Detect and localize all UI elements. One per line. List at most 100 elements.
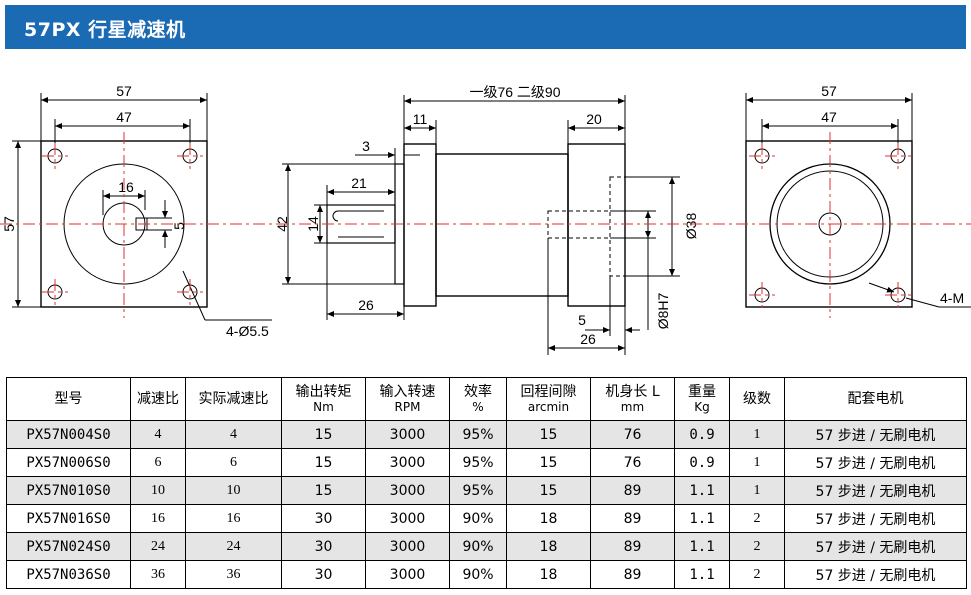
table-cell: 57 步进 / 无刷电机 <box>784 448 967 477</box>
input-flange <box>567 143 626 307</box>
table-cell: 3000 <box>365 420 450 449</box>
column-header: 减速比 <box>130 377 186 421</box>
table-cell: 15 <box>506 476 591 505</box>
technical-drawing: 57 47 57 16 5 4-Ø5.5 <box>0 83 971 355</box>
dim-label: 4-Ø5.5 <box>226 323 269 339</box>
input-end-view <box>745 93 971 308</box>
table-cell: 15 <box>506 420 591 449</box>
column-header: 级数 <box>729 377 785 421</box>
dim-label: 26 <box>580 331 596 347</box>
table-cell: 15 <box>281 448 366 477</box>
table-cell: 15 <box>281 420 366 449</box>
side-view <box>282 95 680 355</box>
table-cell: 10 <box>130 476 186 505</box>
table-cell: 95% <box>449 420 507 449</box>
table-cell: 57 步进 / 无刷电机 <box>784 560 967 589</box>
table-cell: PX57N016S0 <box>6 504 131 533</box>
dim-label: 3 <box>362 138 370 154</box>
dim-label: Ø38 <box>683 213 699 240</box>
table-cell: 89 <box>590 504 675 533</box>
table-cell: 57 步进 / 无刷电机 <box>784 476 967 505</box>
table-cell: 3000 <box>365 448 450 477</box>
table-cell: 95% <box>449 448 507 477</box>
table-cell: 89 <box>590 532 675 561</box>
table-cell: 36 <box>130 560 186 589</box>
table-cell: 16 <box>130 504 186 533</box>
table-cell: 1.1 <box>674 560 730 589</box>
column-header: 型号 <box>6 377 131 421</box>
dim-label: 5 <box>171 222 187 230</box>
table-cell: 3000 <box>365 476 450 505</box>
table-cell: 3000 <box>365 504 450 533</box>
table-cell: 1 <box>729 476 785 505</box>
title-banner: 57PX 行星减速机 <box>5 5 966 49</box>
table-cell: PX57N024S0 <box>6 532 131 561</box>
table-cell: PX57N006S0 <box>6 448 131 477</box>
table-cell: 36 <box>185 560 282 589</box>
table-cell: 2 <box>729 504 785 533</box>
table-cell: 18 <box>506 504 591 533</box>
table-cell: 3000 <box>365 560 450 589</box>
dim-label: 一级76 二级90 <box>469 84 560 100</box>
table-cell: 0.9 <box>674 448 730 477</box>
dim-label: 20 <box>586 111 602 127</box>
table-cell: 95% <box>449 476 507 505</box>
table-cell: 30 <box>281 532 366 561</box>
table-cell: 57 步进 / 无刷电机 <box>784 504 967 533</box>
dim-label: 16 <box>118 179 134 195</box>
dim-label: 57 <box>821 83 837 99</box>
dim-label: 47 <box>116 109 132 125</box>
dim-label: 11 <box>413 111 428 127</box>
table-cell: 90% <box>449 504 507 533</box>
table-cell: 15 <box>281 476 366 505</box>
table-cell: 90% <box>449 560 507 589</box>
center-lines <box>0 132 971 318</box>
dim-label: 57 <box>116 83 132 99</box>
table-cell: 57 步进 / 无刷电机 <box>784 532 967 561</box>
column-header: 配套电机 <box>784 377 967 421</box>
table-cell: 15 <box>506 448 591 477</box>
table-cell: 76 <box>590 448 675 477</box>
page-title: 57PX 行星减速机 <box>24 19 186 41</box>
dim-label: 26 <box>358 297 374 313</box>
table-cell: PX57N036S0 <box>6 560 131 589</box>
table-cell: 57 步进 / 无刷电机 <box>784 420 967 449</box>
table-cell: 90% <box>449 532 507 561</box>
output-flange <box>403 143 437 307</box>
table-cell: 2 <box>729 560 785 589</box>
column-header: 效率% <box>449 377 507 421</box>
dim-label: 21 <box>351 175 367 191</box>
dim-label: 5 <box>578 312 586 328</box>
table-cell: 1.1 <box>674 476 730 505</box>
dim-label: 14 <box>305 216 321 232</box>
table-cell: 6 <box>130 448 186 477</box>
input-end-labels: 57 47 4-M <box>821 83 964 306</box>
table-cell: PX57N010S0 <box>6 476 131 505</box>
dim-label: 4-M <box>940 290 964 306</box>
table-cell: 1.1 <box>674 504 730 533</box>
table-cell: 89 <box>590 476 675 505</box>
table-cell: 30 <box>281 560 366 589</box>
table-cell: 2 <box>729 532 785 561</box>
table-cell: 1 <box>729 448 785 477</box>
table-cell: 24 <box>130 532 186 561</box>
table-cell: 6 <box>185 448 282 477</box>
table-cell: 0.9 <box>674 420 730 449</box>
table-cell: 89 <box>590 560 675 589</box>
table-cell: 30 <box>281 504 366 533</box>
table-cell: 1 <box>729 420 785 449</box>
table-cell: 16 <box>185 504 282 533</box>
output-end-view <box>12 93 272 321</box>
